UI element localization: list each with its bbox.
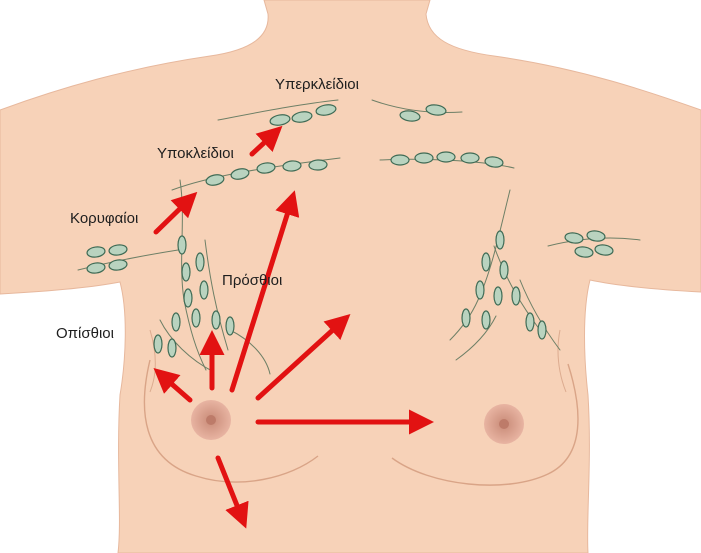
lymph-node-icon xyxy=(462,309,470,327)
lymph-node-icon xyxy=(437,152,455,162)
lymph-node-icon xyxy=(482,311,490,329)
label-infraclavicular: Υποκλείδιοι xyxy=(157,145,234,162)
lymph-node-icon xyxy=(461,153,479,163)
lymph-node-icon xyxy=(182,263,190,281)
lymph-node-icon xyxy=(196,253,204,271)
lymph-node-icon xyxy=(500,261,508,279)
label-supraclavicular: Υπερκλείδιοι xyxy=(275,76,359,93)
lymph-node-icon xyxy=(494,287,502,305)
left-nipple xyxy=(191,400,231,440)
lymph-node-icon xyxy=(482,253,490,271)
lymph-node-icon xyxy=(178,236,186,254)
label-anterior: Πρόσθιοι xyxy=(222,272,282,289)
lymph-node-icon xyxy=(476,281,484,299)
label-apical: Κορυφαίοι xyxy=(70,210,138,227)
lymph-node-icon xyxy=(168,339,176,357)
lymph-node-icon xyxy=(212,311,220,329)
lymph-node-icon xyxy=(172,313,180,331)
lymph-node-icon xyxy=(226,317,234,335)
right-nipple xyxy=(484,404,524,444)
lymph-node-icon xyxy=(496,231,504,249)
lymph-node-icon xyxy=(526,313,534,331)
lymph-node-icon xyxy=(200,281,208,299)
lymph-node-icon xyxy=(512,287,520,305)
lymph-node-icon xyxy=(309,160,327,171)
lymph-node-icon xyxy=(391,155,409,165)
label-posterior: Οπίσθιοι xyxy=(56,325,114,342)
lymph-node-icon xyxy=(184,289,192,307)
lymph-node-icon xyxy=(154,335,162,353)
lymph-node-icon xyxy=(192,309,200,327)
lymph-node-icon xyxy=(415,153,433,163)
lymph-node-icon xyxy=(538,321,546,339)
